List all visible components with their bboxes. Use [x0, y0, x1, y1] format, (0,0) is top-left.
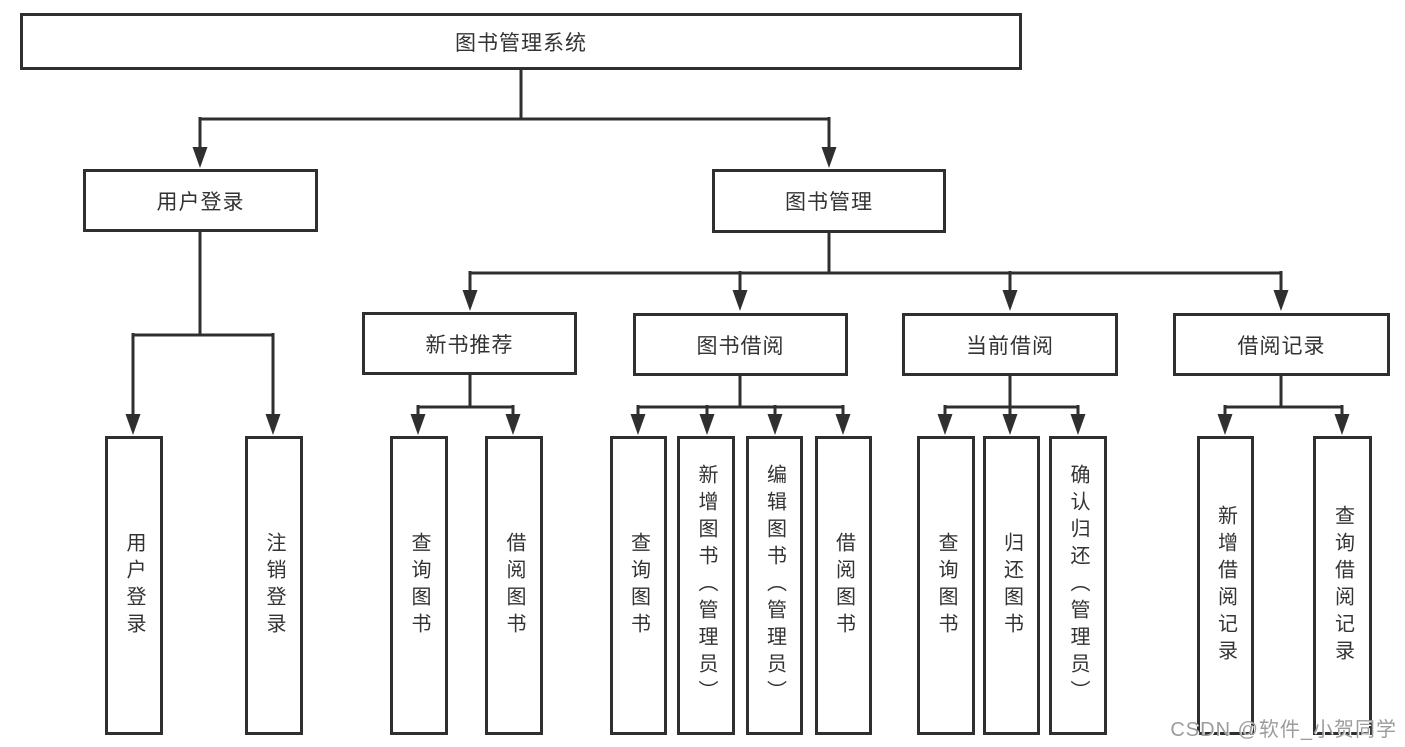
leaf-label: 查询图书 — [627, 531, 650, 640]
leaf-borrow-books-borrowing: 借阅图书 — [815, 436, 872, 735]
leaf-add-books-admin: 新增图书（管理员） — [677, 436, 735, 735]
leaf-label: 确认归还（管理员） — [1067, 464, 1089, 707]
node-label: 新书推荐 — [425, 333, 514, 357]
leaf-borrow-books-recommend: 借阅图书 — [485, 436, 543, 735]
node-label: 图书管理 — [785, 191, 873, 214]
leaf-user-login: 用户登录 — [105, 436, 163, 735]
node-book-borrowing: 图书借阅 — [633, 313, 848, 376]
csdn-watermark: CSDN @软件_小贺同学 — [1170, 719, 1397, 741]
node-label: 借阅记录 — [1237, 334, 1326, 358]
leaf-label: 编辑图书（管理员） — [763, 464, 786, 707]
leaf-query-books-current: 查询图书 — [917, 436, 975, 735]
leaf-return-books: 归还图书 — [983, 436, 1040, 735]
arrowheads — [125, 147, 1350, 435]
leaf-add-borrow-record: 新增借阅记录 — [1197, 436, 1254, 735]
leaf-label: 查询借阅记录 — [1331, 504, 1354, 667]
node-label: 用户登录 — [156, 190, 245, 214]
leaf-label: 用户登录 — [123, 531, 145, 640]
leaf-label: 借阅图书 — [832, 531, 855, 640]
leaf-query-books-borrowing: 查询图书 — [610, 436, 667, 735]
leaf-label: 新增借阅记录 — [1214, 504, 1237, 667]
node-user-login: 用户登录 — [83, 169, 318, 232]
leaf-confirm-return-admin: 确认归还（管理员） — [1049, 436, 1107, 735]
leaf-label: 新增图书（管理员） — [695, 464, 717, 707]
node-current-borrowing: 当前借阅 — [902, 313, 1118, 376]
node-label: 当前借阅 — [966, 334, 1054, 358]
leaf-query-books-recommend: 查询图书 — [390, 436, 448, 735]
leaf-label: 归还图书 — [1000, 531, 1023, 640]
leaf-logout: 注销登录 — [245, 436, 303, 735]
node-label: 图书管理系统 — [455, 31, 587, 55]
leaf-label: 借阅图书 — [503, 531, 525, 640]
node-label: 图书借阅 — [696, 334, 785, 358]
leaf-label: 查询图书 — [408, 531, 430, 640]
leaf-query-borrow-record: 查询借阅记录 — [1313, 436, 1372, 735]
node-book-management: 图书管理 — [712, 169, 946, 233]
node-borrowing-records: 借阅记录 — [1173, 313, 1390, 376]
leaf-edit-books-admin: 编辑图书（管理员） — [746, 436, 803, 735]
leaf-label: 查询图书 — [935, 531, 957, 640]
leaf-label: 注销登录 — [263, 531, 285, 640]
node-new-book-recommend: 新书推荐 — [362, 312, 577, 375]
node-system-root: 图书管理系统 — [20, 13, 1022, 70]
